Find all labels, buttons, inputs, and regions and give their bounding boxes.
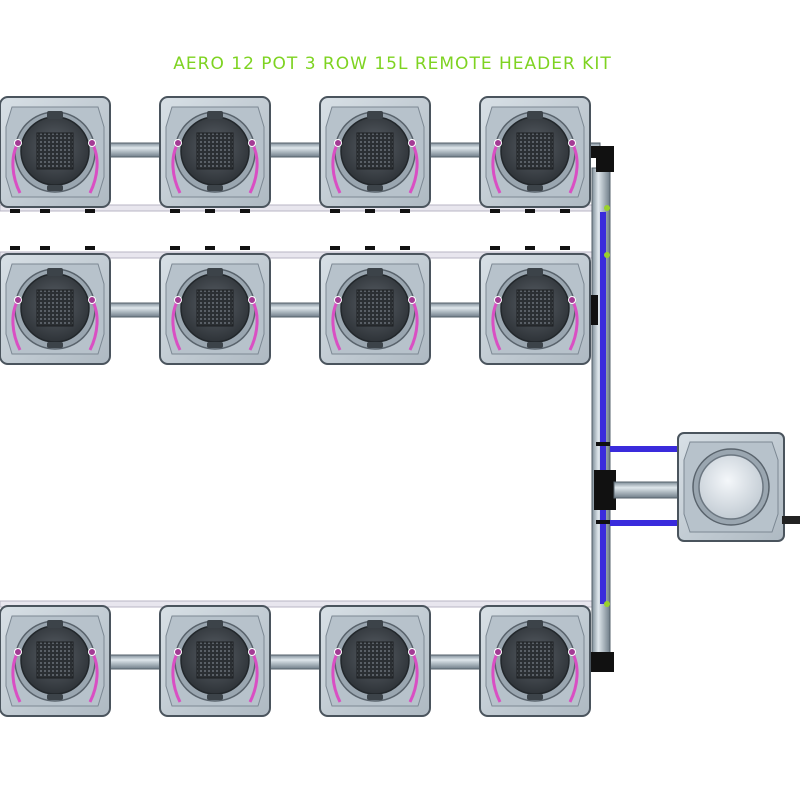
pot-icon [158, 604, 272, 718]
pot-icon [478, 604, 592, 718]
pot-icon [318, 95, 432, 209]
pot-icon [318, 252, 432, 366]
pot-icon [0, 604, 112, 718]
pot-icon [478, 252, 592, 366]
diagram-title: AERO 12 POT 3 ROW 15L REMOTE HEADER KIT [173, 54, 612, 74]
pot-icon [478, 95, 592, 209]
pot-icon [0, 252, 112, 366]
pot-row-pipes [99, 142, 601, 670]
pot-icon [158, 252, 272, 366]
tube-clips [10, 209, 570, 250]
header-pipe [588, 146, 616, 672]
remote-header-tank-icon [677, 432, 800, 542]
tank-connections [610, 446, 685, 526]
pot-icon [0, 95, 112, 209]
pot-icon [158, 95, 272, 209]
pot-icon [318, 604, 432, 718]
